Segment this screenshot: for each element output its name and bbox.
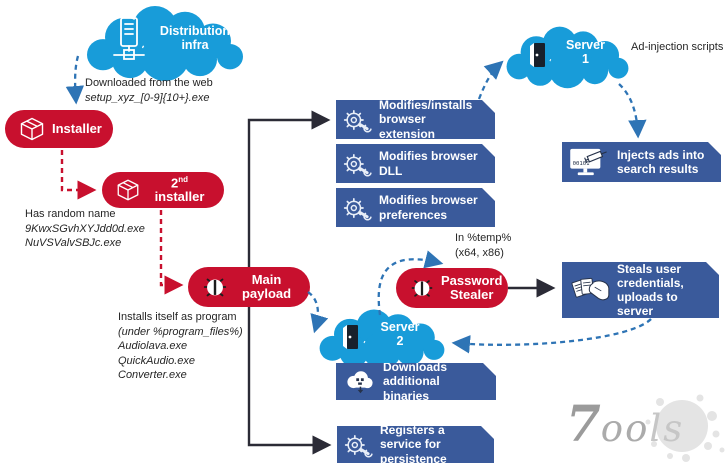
server2-label: Server 2	[380, 320, 420, 349]
splatter-graphic	[645, 394, 725, 462]
gear-wrench-icon	[343, 105, 373, 135]
server-rack-icon	[113, 17, 145, 60]
installer-node: Installer	[5, 110, 113, 148]
package-icon	[20, 117, 44, 141]
watermark-text: 7ools	[566, 394, 684, 453]
cloud-download-icon	[343, 368, 377, 396]
registers-service-label: Registers a service for persistence	[380, 423, 447, 466]
arrow-installer-to-second	[60, 150, 97, 200]
arrow-server1-to-injects	[618, 83, 647, 139]
package-icon	[117, 179, 139, 201]
random-name-note: Has random name 9KwxSGvhXYJdd0d.exe NuVS…	[25, 208, 145, 250]
watermark-letters: ls	[649, 407, 685, 450]
modifies-extension-label: Modifies/installs browser extension	[379, 98, 473, 141]
modifies-dll-box: Modifies browser DLL	[336, 144, 495, 183]
server1-label: Server 1	[566, 38, 605, 67]
modifies-dll-label: Modifies browser DLL	[379, 149, 478, 178]
main-payload-label: Main payload	[241, 271, 292, 301]
downloaded-note: Downloaded from the web setup_xyz_[0-9]{…	[85, 77, 213, 104]
monitor-syringe-icon	[569, 146, 611, 178]
distribution-infra-cloud: Distribution infra	[85, 4, 245, 82]
arrow-payload-to-extension	[247, 110, 331, 268]
injects-ads-box: Injects ads into search results	[562, 142, 721, 182]
watermark-logo: 7ools	[560, 388, 726, 464]
watermark-letter: 7	[566, 394, 601, 453]
distribution-infra-label: Distribution infra	[159, 24, 231, 53]
hand-cards-icon	[569, 274, 611, 306]
injects-ads-label: Injects ads into search results	[617, 147, 705, 176]
door-icon	[530, 43, 545, 67]
in-temp-note: In %temp% (x64, x86)	[455, 232, 512, 259]
main-payload-node: Main payload	[188, 267, 310, 307]
modifies-prefs-box: Modifies browser preferences	[336, 188, 495, 227]
downloads-binaries-box: Downloads additional binaries	[336, 363, 496, 400]
bug-icon	[411, 279, 433, 297]
modifies-extension-box: Modifies/installs browser extension	[336, 100, 495, 139]
door-icon	[343, 325, 358, 349]
server2-cloud: Server 2	[318, 308, 446, 370]
second-installer-node: 2nd installer	[102, 172, 224, 208]
password-stealer-label: Password Stealer	[441, 272, 503, 302]
steals-credentials-label: Steals user credentials, uploads to serv…	[617, 261, 684, 319]
downloads-binaries-label: Downloads additional binaries	[383, 360, 448, 403]
installer-label: Installer	[52, 120, 102, 136]
arrow-extension-to-server1	[477, 60, 504, 100]
password-stealer-node: Password Stealer	[396, 268, 508, 308]
gear-wrench-icon	[343, 149, 373, 179]
bug-icon	[203, 278, 227, 297]
steals-credentials-box: Steals user credentials, uploads to serv…	[562, 262, 719, 318]
gear-wrench-icon	[344, 430, 374, 460]
arrow-cloud-to-installer	[65, 55, 85, 105]
watermark-letters: oo	[600, 407, 650, 450]
registers-service-box: Registers a service for persistence	[337, 426, 494, 463]
arrow-steals-to-server2	[451, 318, 652, 354]
second-installer-label: 2nd installer	[154, 174, 205, 205]
installs-itself-note: Installs itself as program (under %progr…	[118, 311, 243, 382]
server1-cloud: Server 1	[505, 25, 630, 89]
modifies-prefs-label: Modifies browser preferences	[379, 193, 478, 222]
ad-injection-note: Ad-injection scripts	[631, 41, 724, 53]
gear-wrench-icon	[343, 193, 373, 223]
arrow-second-to-payload	[159, 210, 184, 295]
